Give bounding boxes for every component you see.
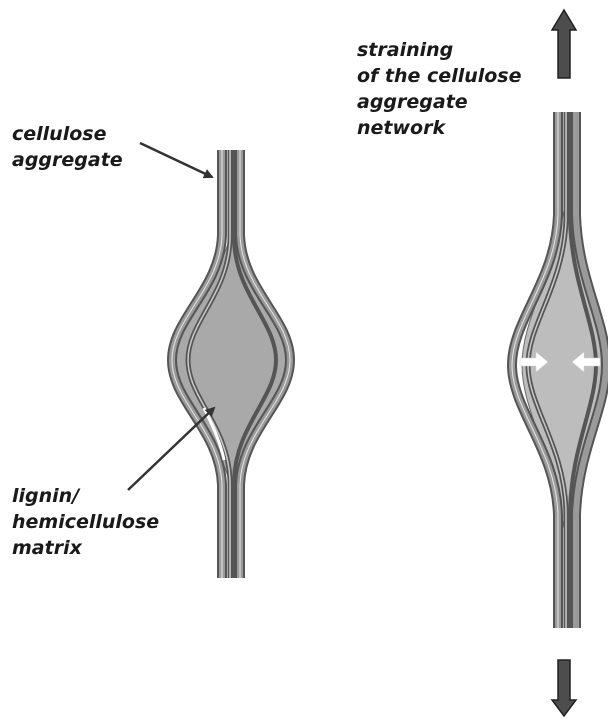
straining-label: straining of the cellulose aggregate net…: [357, 37, 522, 141]
cellulose-pointer-arrow: [140, 143, 212, 177]
matrix-label: lignin/ hemicellulose matrix: [12, 483, 159, 561]
arrow-down-icon: [552, 660, 576, 716]
relaxed-fiber-unit: [172, 150, 292, 578]
matrix-pointer-arrow: [128, 408, 214, 490]
strained-fiber-unit: [512, 112, 608, 628]
arrow-up-icon: [552, 10, 576, 78]
cellulose-aggregate-label: cellulose aggregate: [12, 121, 123, 173]
